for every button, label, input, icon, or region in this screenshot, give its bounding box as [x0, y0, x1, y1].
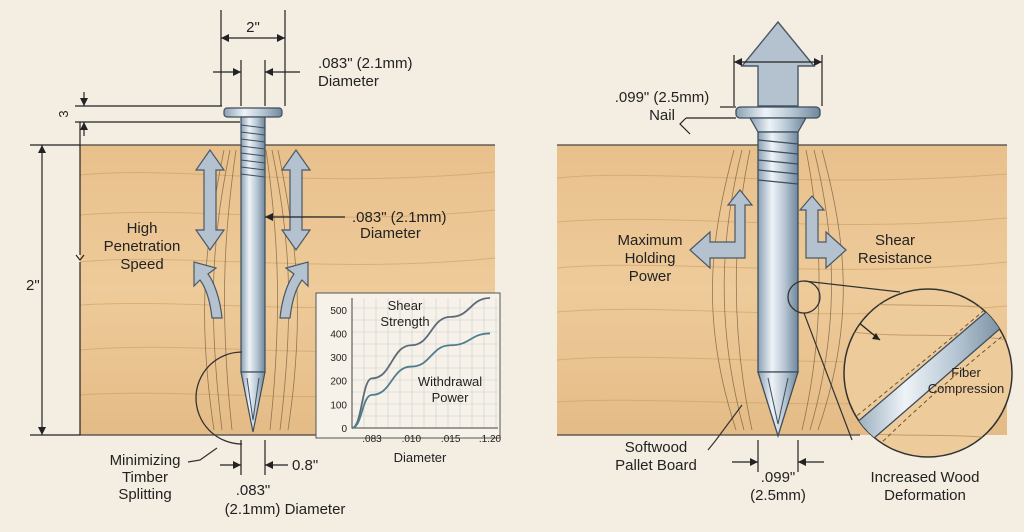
nail-right — [735, 106, 821, 439]
dim-head-height-label: 3 — [56, 110, 71, 117]
chart-y-tick-label: 400 — [330, 329, 347, 340]
label-pallet-board: Softwood Pallet Board — [615, 439, 697, 474]
magnifier-lens — [843, 288, 1013, 458]
svg-text:Compression: Compression — [928, 381, 1005, 396]
series-label-withdrawal-2: Power — [432, 390, 470, 405]
chart-x-tick-label: .010 — [402, 434, 422, 445]
dim-top-width-label: 2" — [246, 19, 260, 36]
inset-chart: 0 100 200 300 400 500 .083 .010 .015 .1.20 Shear… — [315, 292, 502, 465]
dim-depth-label: 2" — [26, 277, 40, 294]
series-label-shear-1: Shear — [388, 298, 423, 313]
chart-x-ticks: .083 .010 .015 .1.20 — [362, 434, 501, 445]
label-high-penetration: High Penetration Speed — [104, 220, 181, 273]
withdrawal-arrow — [740, 20, 816, 107]
svg-text:Timber: Timber — [122, 469, 168, 486]
chart-y-tick-label: 0 — [341, 424, 347, 435]
svg-text:Speed: Speed — [120, 256, 163, 273]
dim-bottom-diameter-line1: .083" — [236, 482, 271, 499]
dim-nail-right-line2: Nail — [649, 107, 675, 124]
chart-series — [351, 297, 491, 429]
dim-nail-diameter-top: .083" (2.1mm) Diameter — [213, 55, 413, 106]
label-wood-deformation: Increased Wood Deformation — [871, 469, 980, 504]
svg-text:Deformation: Deformation — [884, 487, 966, 504]
nail-right-rings — [757, 139, 799, 185]
label-holding: Maximum Holding Power — [617, 232, 682, 285]
label-shear-resistance: Shear Resistance — [858, 232, 932, 267]
chart-x-tick-label: .083 — [362, 434, 382, 445]
svg-text:Maximum: Maximum — [617, 232, 682, 249]
fiber-lines-right — [712, 149, 844, 431]
nail-left-rings — [240, 124, 266, 178]
dim-nail-right-line1: .099" (2.5mm) — [615, 89, 710, 106]
chart-series-line-withdrawal-power — [351, 332, 491, 429]
series-label-shear-2: Strength — [380, 314, 429, 329]
dim-diameter-top-word: Diameter — [318, 73, 379, 90]
svg-text:Increased Wood: Increased Wood — [871, 469, 980, 486]
svg-text:Pallet Board: Pallet Board — [615, 457, 697, 474]
chart-y-tick-label: 500 — [330, 306, 347, 317]
chart-y-tick-label: 300 — [330, 353, 347, 364]
holding-power-arrow — [689, 189, 754, 270]
label-fiber-compression: Fiber Compression — [928, 365, 1005, 396]
dim-mid-diameter-value: .083" (2.1mm) — [352, 209, 447, 226]
svg-text:Splitting: Splitting — [118, 486, 171, 503]
svg-text:Power: Power — [629, 268, 672, 285]
chart-x-tick-label: .1.20 — [479, 434, 502, 445]
chart-y-ticks: 0 100 200 300 400 500 — [330, 306, 347, 435]
svg-text:Fiber: Fiber — [951, 365, 981, 380]
nail-left — [223, 107, 283, 433]
dim-tip-offset-label: 0.8" — [292, 457, 318, 474]
label-splitting: Minimizing Timber Splitting — [110, 452, 181, 503]
dim-bottom-right: .099" (2.5mm) — [732, 440, 824, 504]
penetration-arrows — [193, 148, 312, 319]
svg-text:Minimizing: Minimizing — [110, 452, 181, 469]
chart-x-axis-label: Diameter — [394, 450, 447, 465]
chart-x-tick-label: .015 — [441, 434, 461, 445]
dim-depth: 2" — [26, 122, 85, 436]
series-label-withdrawal-1: Withdrawal — [418, 374, 482, 389]
splitting-zone-outline — [195, 351, 243, 445]
chart-series-line-shear-strength — [351, 297, 491, 429]
chart-frame — [315, 292, 501, 439]
dim-nail-right: .099" (2.5mm) Nail — [615, 55, 823, 135]
right-panel: .099" (2.5mm) Nail Maximum Holding Power… — [556, 20, 1013, 504]
svg-text:High: High — [127, 220, 158, 237]
left-panel: 2" .083" (2.1mm) Diameter 3 — [26, 10, 496, 518]
dim-bottom-right-line1: .099" — [761, 469, 796, 486]
dim-bottom-right-line2: (2.5mm) — [750, 487, 806, 504]
dim-mid-diameter: .083" (2.1mm) Diameter — [265, 209, 447, 242]
chart-y-tick-label: 100 — [330, 400, 347, 411]
dim-bottom: 0.8" .083" (2.1mm) Diameter — [220, 440, 345, 518]
chart-y-tick-label: 200 — [330, 377, 347, 388]
dim-diameter-top-value: .083" (2.1mm) — [318, 55, 413, 72]
svg-text:Resistance: Resistance — [858, 250, 932, 267]
svg-text:Softwood: Softwood — [625, 439, 688, 456]
dim-bottom-diameter-line2: (2.1mm) Diameter — [225, 501, 346, 518]
svg-text:Holding: Holding — [625, 250, 676, 267]
svg-text:Penetration: Penetration — [104, 238, 181, 255]
svg-text:Shear: Shear — [875, 232, 915, 249]
dim-top-width: 2" — [220, 10, 286, 106]
dim-mid-diameter-word: Diameter — [360, 225, 421, 242]
dim-head-height: 3 — [56, 92, 240, 136]
shear-resistance-arrow — [798, 195, 847, 270]
